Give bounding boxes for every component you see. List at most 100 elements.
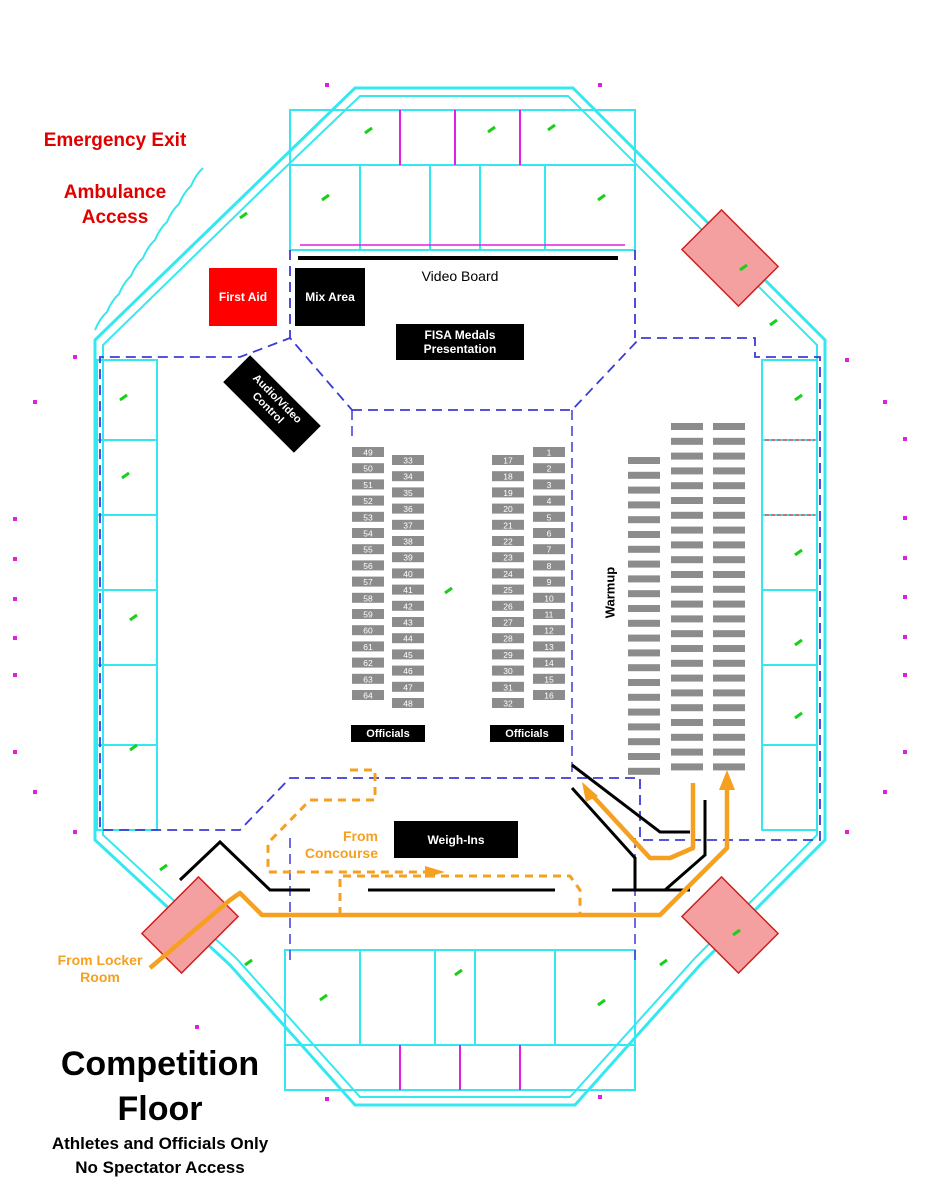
officials-right-box[interactable]: Officials xyxy=(490,725,564,742)
right-rooms-block xyxy=(761,359,818,831)
station-box xyxy=(533,609,565,619)
station-box xyxy=(533,641,565,652)
left-rooms-block xyxy=(96,359,158,831)
station-box xyxy=(392,600,424,611)
rowing-stations: 4950515253545556575859606162636433343536… xyxy=(352,447,565,709)
station-number: 38 xyxy=(403,537,413,547)
warmup-ergometer xyxy=(628,501,660,509)
warmup-ergometer xyxy=(628,679,660,686)
warmup-ergometer xyxy=(713,645,745,652)
title-main-line1: Competition xyxy=(60,1045,260,1083)
weigh-ins-box[interactable]: Weigh-Ins xyxy=(394,821,518,858)
station-box xyxy=(492,681,524,692)
station-box xyxy=(533,657,565,668)
station-box xyxy=(392,536,424,546)
warmup-ergometer xyxy=(713,437,745,445)
station-number: 12 xyxy=(544,626,554,636)
station-box xyxy=(352,641,384,652)
warmup-ergometer xyxy=(671,733,703,741)
first-aid-box[interactable]: First Aid xyxy=(209,268,277,326)
warmup-ergometer xyxy=(713,452,745,460)
station-number: 13 xyxy=(544,642,554,652)
station-box xyxy=(392,617,424,627)
warmup-ergometer xyxy=(671,704,703,712)
station-box xyxy=(492,455,524,465)
station-box xyxy=(492,633,524,644)
station-box xyxy=(352,463,384,474)
station-box xyxy=(492,617,524,627)
station-number: 41 xyxy=(403,585,413,595)
title-main-line2: Floor xyxy=(117,1090,203,1128)
ambulance-canopy xyxy=(94,167,204,331)
warmup-ergometer xyxy=(713,659,745,667)
warmup-ergometer xyxy=(671,437,703,445)
mix-area-box[interactable]: Mix Area xyxy=(295,268,365,326)
warmup-ergometer xyxy=(628,575,660,583)
warmup-ergometer xyxy=(671,452,703,460)
station-box xyxy=(392,665,424,676)
officials-left-label: Officials xyxy=(366,727,410,740)
ambulance-access-label: Ambulance Access xyxy=(63,182,167,228)
mix-area-label: Mix Area xyxy=(305,290,355,304)
warmup-ergometer xyxy=(671,482,703,490)
station-box xyxy=(392,698,424,708)
fisa-medals-label: FISA Medals Presentation xyxy=(423,328,497,356)
station-box xyxy=(492,698,524,708)
station-box xyxy=(492,552,524,563)
warmup-ergometer xyxy=(628,560,660,568)
green-fixtures xyxy=(119,123,803,1007)
station-box xyxy=(533,560,565,571)
station-box xyxy=(492,519,524,530)
station-box xyxy=(492,536,524,546)
station-number: 35 xyxy=(403,488,413,498)
warmup-ergometer xyxy=(713,733,745,741)
warmup-ergometer xyxy=(628,649,660,657)
warmup-ergometer xyxy=(671,645,703,652)
station-number: 55 xyxy=(363,545,373,555)
fisa-medals-box[interactable]: FISA Medals Presentation xyxy=(396,324,524,360)
station-number: 21 xyxy=(503,520,513,530)
officials-left-box[interactable]: Officials xyxy=(351,725,425,742)
station-number: 28 xyxy=(503,634,513,644)
station-number: 37 xyxy=(403,520,413,530)
station-number: 8 xyxy=(547,561,552,571)
station-box xyxy=(533,544,565,555)
station-number: 3 xyxy=(547,480,552,490)
station-number: 26 xyxy=(503,601,513,611)
warmup-ergometer xyxy=(671,719,703,726)
warmup-ergometer xyxy=(671,556,703,564)
station-number: 20 xyxy=(503,504,513,514)
station-box xyxy=(352,447,384,457)
station-number: 40 xyxy=(403,569,413,579)
station-number: 36 xyxy=(403,504,413,514)
warmup-ergometer xyxy=(628,531,660,538)
warmup-ergometer xyxy=(671,674,703,682)
station-box xyxy=(352,625,384,636)
barrier-lines xyxy=(178,763,707,892)
station-box xyxy=(352,673,384,684)
building-outline-inner xyxy=(102,95,818,1098)
station-box xyxy=(352,576,384,587)
warmup-ergometer xyxy=(713,689,745,697)
station-box xyxy=(533,690,565,700)
warmup-ergometer xyxy=(713,615,745,623)
officials-right-label: Officials xyxy=(505,727,549,740)
warmup-ergometer xyxy=(713,719,745,726)
warmup-ergometer xyxy=(628,486,660,494)
warmup-label: Warmup xyxy=(602,566,618,619)
station-number: 54 xyxy=(363,529,373,539)
station-number: 57 xyxy=(363,577,373,587)
station-number: 39 xyxy=(403,553,413,563)
station-box xyxy=(352,690,384,700)
station-box xyxy=(392,487,424,498)
station-number: 32 xyxy=(503,699,513,709)
warmup-ergometer xyxy=(671,659,703,667)
station-box xyxy=(533,528,565,538)
warmup-ergometer xyxy=(713,704,745,712)
warmup-ergometer xyxy=(713,497,745,504)
station-box xyxy=(392,649,424,660)
station-number: 5 xyxy=(547,512,552,522)
warmup-ergometer xyxy=(713,600,745,608)
station-number: 53 xyxy=(363,512,373,522)
